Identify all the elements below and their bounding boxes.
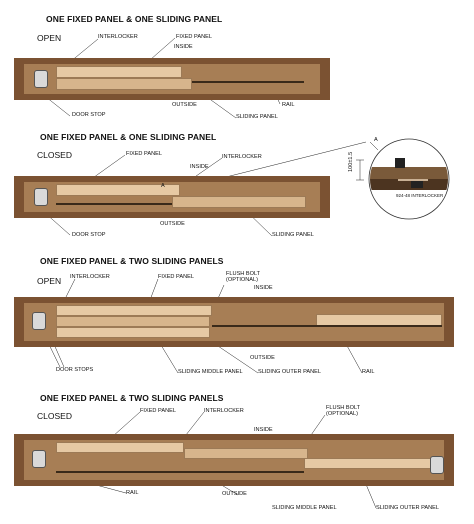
section-1-door-stop: [34, 70, 48, 88]
section-4-state: CLOSED: [37, 411, 72, 421]
section-3-rail: [212, 325, 442, 327]
section-4-fixed-panel: [56, 442, 184, 453]
label-inside: INSIDE: [174, 44, 193, 50]
section-4-door-stop-left: [32, 450, 46, 468]
label-rail: RAIL: [126, 490, 139, 496]
section-4-sliding-outer-panel: [304, 458, 434, 469]
label-flush-bolt: FLUSH BOLT (OPTIONAL): [226, 271, 260, 283]
label-sliding-outer-panel: SLIDING OUTER PANEL: [376, 505, 439, 511]
label-outside: OUTSIDE: [160, 221, 185, 227]
section-4-sliding-middle-panel: [184, 448, 308, 459]
label-interlocker: INTERLOCKER: [222, 154, 262, 160]
section-1-fixed-panel: [56, 66, 182, 78]
label-sliding-outer-panel: SLIDING OUTER PANEL: [258, 369, 321, 375]
label-door-stops: DOOR STOPS: [56, 367, 94, 373]
label-interlocker: INTERLOCKER: [70, 274, 110, 280]
label-inside: INSIDE: [254, 285, 273, 291]
section-1-state: OPEN: [37, 33, 62, 43]
label-door-stop: DOOR STOP: [72, 232, 106, 238]
label-sliding-middle-panel: SLIDING MIDDLE PANEL: [178, 369, 243, 375]
label-interlocker: INTERLOCKER: [98, 34, 138, 40]
section-4-door-stop-right: [430, 456, 444, 474]
section-2-sliding-panel: [172, 196, 306, 208]
label-sliding-middle-panel: SLIDING MIDDLE PANEL: [272, 505, 337, 511]
label-outside: OUTSIDE: [222, 491, 247, 497]
detail-dimension: 100±1.5: [348, 151, 354, 172]
label-rail: RAIL: [282, 102, 295, 108]
section-3-sliding-outer-panel: [56, 327, 210, 338]
detail-marker: A: [374, 137, 378, 143]
label-fixed-panel: FIXED PANEL: [140, 408, 176, 414]
section-1-sliding-panel: [56, 78, 192, 90]
detail-a-view: [356, 138, 450, 220]
label-flush-bolt: FLUSH BOLT (OPTIONAL): [326, 405, 360, 417]
section-1-rail: [192, 81, 304, 83]
label-sliding-panel: SLIDING PANEL: [272, 232, 314, 238]
label-fixed-panel: FIXED PANEL: [176, 34, 212, 40]
label-rail: RAIL: [362, 369, 375, 375]
section-2-rail: [56, 203, 172, 205]
label-outside: OUTSIDE: [250, 355, 275, 361]
label-fixed-panel: FIXED PANEL: [126, 151, 162, 157]
label-outside: OUTSIDE: [172, 102, 197, 108]
section-3-door-stop: [32, 312, 46, 330]
section-2-state: CLOSED: [37, 150, 72, 160]
section-2-title: ONE FIXED PANEL & ONE SLIDING PANEL: [40, 132, 217, 142]
label-inside: INSIDE: [190, 164, 209, 170]
detail-caption: 924-48 INTERLOCKER: [396, 193, 444, 198]
section-3-sliding-middle-panel: [56, 316, 210, 327]
section-3-fixed-panel: [56, 305, 212, 316]
section-3-state: OPEN: [37, 276, 62, 286]
label-fixed-panel: FIXED PANEL: [158, 274, 194, 280]
label-sliding-panel: SLIDING PANEL: [236, 114, 278, 120]
section-4-title: ONE FIXED PANEL & TWO SLIDING PANELS: [40, 393, 224, 403]
section-4-rail: [56, 471, 304, 473]
label-door-stop: DOOR STOP: [72, 112, 106, 118]
section-2-door-stop: [34, 188, 48, 206]
section-3-title: ONE FIXED PANEL & TWO SLIDING PANELS: [40, 256, 224, 266]
label-inside: INSIDE: [254, 427, 273, 433]
label-marker-a: A: [161, 183, 165, 189]
section-2-fixed-panel: [56, 184, 180, 196]
section-1-title: ONE FIXED PANEL & ONE SLIDING PANEL: [46, 14, 223, 24]
label-interlocker: INTERLOCKER: [204, 408, 244, 414]
